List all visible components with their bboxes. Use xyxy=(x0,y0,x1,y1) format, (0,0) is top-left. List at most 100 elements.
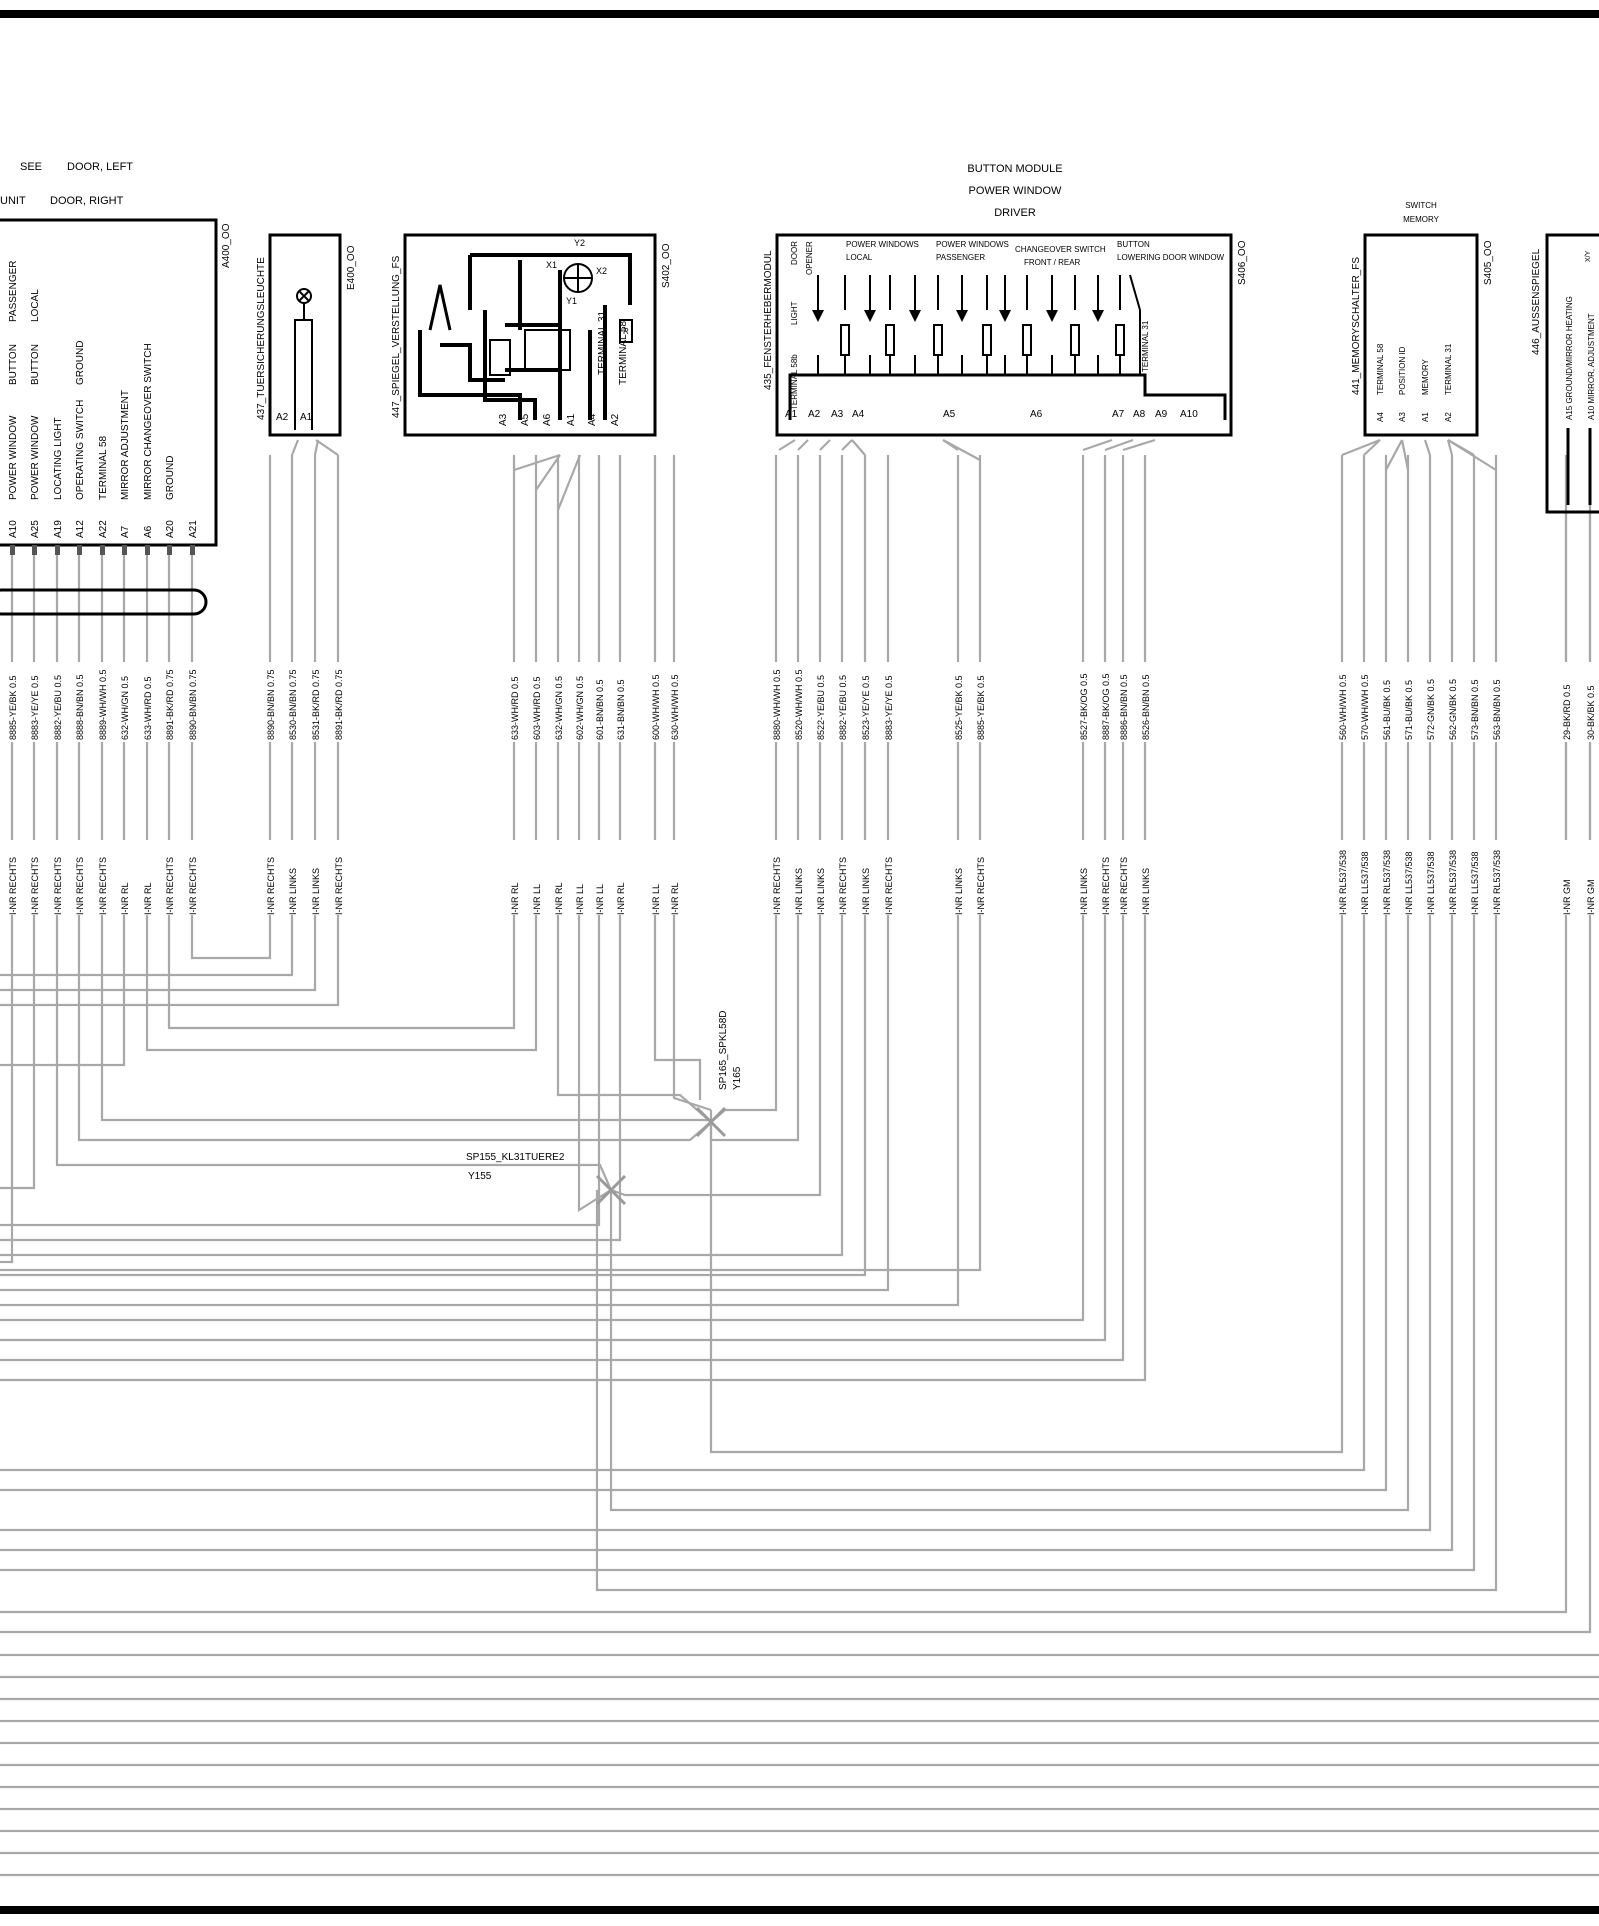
header-unit: UNIT xyxy=(0,195,26,207)
mirror-name: 446_AUSSENSPIEGEL xyxy=(1531,248,1542,355)
label-bg xyxy=(6,840,18,915)
wire-harness: I-NR RECHTS xyxy=(98,857,108,915)
wire-code: 8530-BN/BN 0.75 xyxy=(288,669,298,740)
wire-harness: I-NR RL xyxy=(554,882,564,915)
a400-col-label2: GROUND xyxy=(75,341,86,385)
wire-harness: I-NR RL xyxy=(143,882,153,915)
wire xyxy=(556,454,582,511)
wire-harness: I-NR GM xyxy=(1562,880,1572,916)
wire-harness: I-NR LINKS xyxy=(1141,868,1151,915)
label-bg xyxy=(530,662,542,742)
wire-harness: I-NR LINKS xyxy=(311,868,321,915)
wire-code: 30-BK/BK 0.5 xyxy=(1586,685,1596,740)
wire xyxy=(1400,439,1410,471)
wire xyxy=(595,900,1498,1592)
label-bg xyxy=(1468,840,1480,915)
wire-harness: I-NR LINKS xyxy=(954,868,964,915)
label-bg xyxy=(264,840,276,915)
s406-group-lowering: LOWERING DOOR WINDOW xyxy=(1117,253,1225,262)
wire-code: 8887-BK/OG 0.5 xyxy=(1101,673,1111,740)
label-bg xyxy=(286,662,298,742)
s406-name: 435_FENSTERHEBERMODUL xyxy=(763,250,774,390)
wire-code: 603-WH/RD 0.5 xyxy=(532,676,542,740)
wire xyxy=(672,900,712,1112)
a400-col-label: LOCATING LIGHT xyxy=(53,417,64,500)
s402-pin: A1 xyxy=(566,413,577,426)
wire-harness: I-NR RECHTS xyxy=(8,857,18,915)
label-bg xyxy=(1584,840,1596,915)
label-bg xyxy=(264,662,276,742)
s406-ref: S406_OO xyxy=(1237,240,1248,285)
a400-ref: A400_OO xyxy=(221,223,232,268)
label-bg xyxy=(593,840,605,915)
wire xyxy=(0,900,1388,1492)
wire-code: 8520-WH/WH 0.5 xyxy=(794,669,804,740)
s402-mirror-switch: 447_SPIEGEL_VERSTELLUNG_FS S402_OO Y2 X1… xyxy=(391,233,672,437)
label-bg xyxy=(508,662,520,742)
wire-code: 571-BU/BK 0.5 xyxy=(1404,680,1414,740)
label-bg xyxy=(614,662,626,742)
e400-lamp-module: 437_TUERSICHERUNGSLEUCHTE E400_OO A2 A1 xyxy=(256,233,357,437)
s406-pin: A4 xyxy=(852,409,865,420)
label-bg xyxy=(1490,840,1502,915)
splice-sp155-sub: Y155 xyxy=(468,1171,492,1182)
a400-connector-bracket xyxy=(0,588,208,616)
a400-col-label: MIRROR ADJUSTMENT xyxy=(120,390,131,500)
wire-code: 601-BN/BN 0.5 xyxy=(595,679,605,740)
wire-code: 8888-BN/BN 0.5 xyxy=(75,674,85,740)
label-bg xyxy=(593,662,605,742)
splice-sp165: SP165_SPKL58D Y165 xyxy=(695,1010,743,1138)
s402-y1: Y1 xyxy=(566,296,577,306)
label-bg xyxy=(1077,840,1089,915)
label-bg xyxy=(163,840,175,915)
label-bg xyxy=(1336,840,1348,915)
s405-name: 441_MEMORYSCHALTER_FS xyxy=(1351,257,1362,395)
s402-x2: X2 xyxy=(596,266,607,276)
wire-harness: I-NR RECHTS xyxy=(53,857,63,915)
wire-harness: I-NR LL537/538 xyxy=(1426,851,1436,915)
wire-code: 8889-WH/WH 0.5 xyxy=(98,669,108,740)
a400-col-label: TERMINAL 58 xyxy=(98,435,109,500)
s405-col-label: POSITION ID xyxy=(1398,346,1407,395)
wire xyxy=(653,900,702,1100)
label-bg xyxy=(1077,662,1089,742)
label-bg xyxy=(792,662,804,742)
wire-harness: I-NR LL xyxy=(651,884,661,915)
label-bg xyxy=(770,662,782,742)
a400-pin: A10 xyxy=(8,520,19,538)
wire-code: 8890-BN/BN 0.75 xyxy=(188,669,198,740)
a400-pin: A7 xyxy=(120,525,131,538)
wire-code: 8531-BK/RD 0.75 xyxy=(311,669,321,740)
wire-code: 8526-BN/BN 0.5 xyxy=(1141,674,1151,740)
a400-col-label: GROUND xyxy=(165,456,176,500)
diode-icon xyxy=(864,310,876,322)
wire-harness: I-NR RL537/538 xyxy=(1382,850,1392,915)
wire xyxy=(0,900,844,1257)
wire-code: 570-WH/WH 0.5 xyxy=(1360,674,1370,740)
label-bg xyxy=(573,662,585,742)
label-bg xyxy=(974,662,986,742)
wire-code: 8890-BN/BN 0.75 xyxy=(266,669,276,740)
label-bg xyxy=(1139,840,1151,915)
s405-pin: A1 xyxy=(1421,412,1430,422)
s406-group-changeover: CHANGEOVER SWITCH xyxy=(1015,245,1106,254)
s405-title-2: MEMORY xyxy=(1403,215,1440,224)
splice-sp165-name: SP165_SPKL58D xyxy=(718,1010,729,1090)
wire-harness: I-NR LINKS xyxy=(794,868,804,915)
e400-pin-a2: A2 xyxy=(276,412,289,423)
label-bg xyxy=(186,662,198,742)
top-border xyxy=(0,10,1599,18)
s402-name: 447_SPIEGEL_VERSTELLUNG_FS xyxy=(391,255,402,418)
label-bg xyxy=(1560,662,1572,742)
wire-harness: I-NR RECHTS xyxy=(838,857,848,915)
label-bg xyxy=(309,662,321,742)
s405-col-label: TERMINAL 31 xyxy=(1444,343,1453,395)
label-bg xyxy=(952,840,964,915)
label-bg xyxy=(1490,662,1502,742)
s405-pin: A2 xyxy=(1444,412,1453,422)
wire xyxy=(0,900,126,1067)
wire xyxy=(1423,439,1432,456)
